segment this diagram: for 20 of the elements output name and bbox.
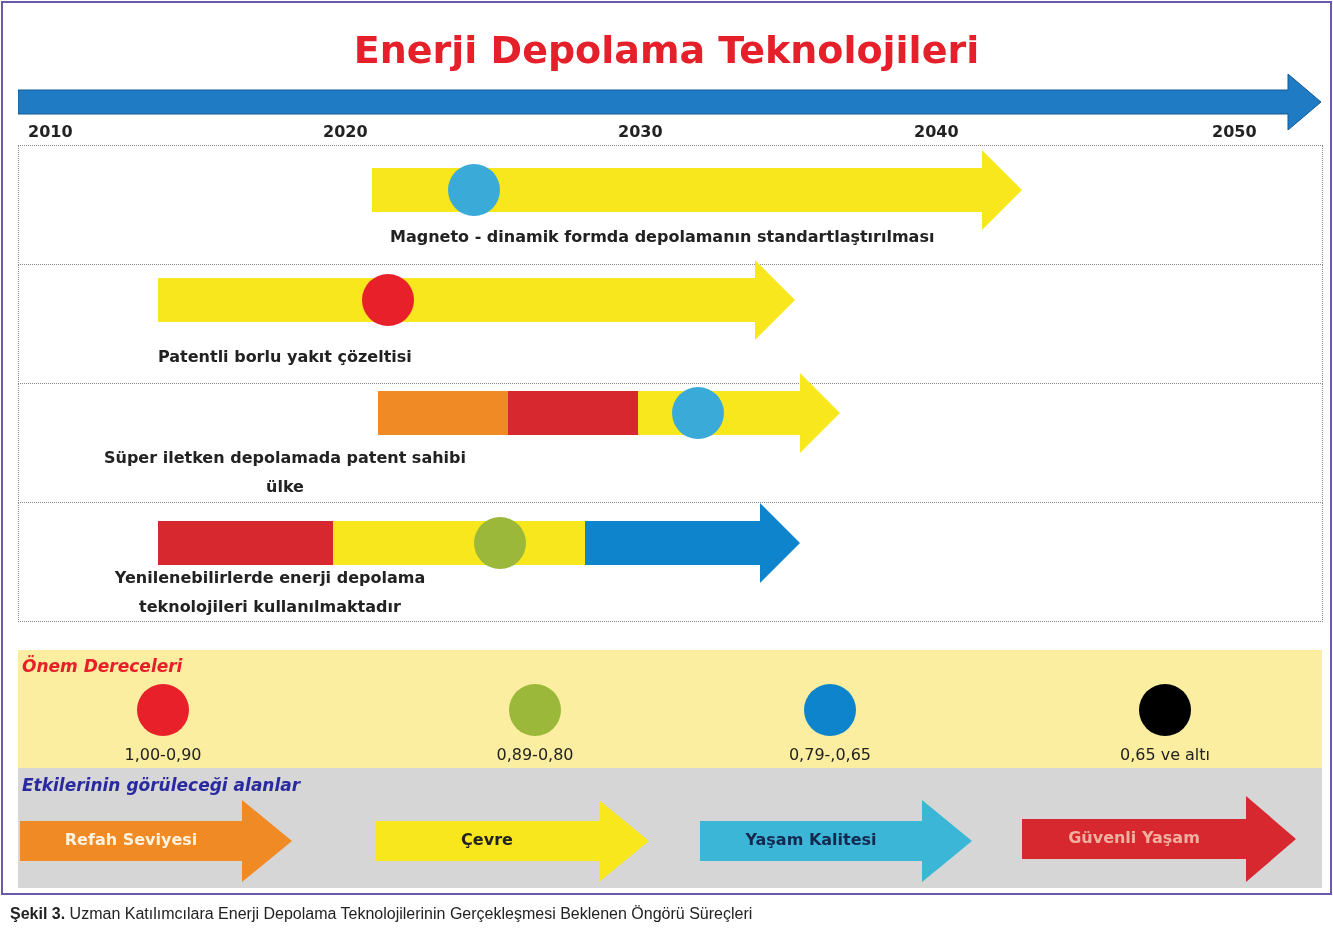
legend-label: 0,79-,0,65 xyxy=(787,745,873,764)
diagram-title: Enerji Depolama Teknolojileri xyxy=(352,28,981,72)
year-label: 2020 xyxy=(323,122,368,141)
figure-caption: Şekil 3. Uzman Katılımcılara Enerji Depolama Teknolojilerinin Gerçekleşmesi Beklenen Öngörü Süreçleri xyxy=(10,905,753,923)
year-label: 2010 xyxy=(28,122,73,141)
impact-label: Güvenli Yaşam xyxy=(1067,828,1201,847)
impact-label: Refah Seviyesi xyxy=(63,830,199,849)
legend-label: 1,00-0,90 xyxy=(123,745,203,764)
year-label: 2040 xyxy=(914,122,959,141)
year-label: 2030 xyxy=(618,122,663,141)
legend-label: 0,89-0,80 xyxy=(495,745,575,764)
section-heading: Önem Dereceleri xyxy=(22,656,183,676)
milestone-label: Süper iletken depolamada patent sahibi ülke xyxy=(103,447,467,498)
legend-label: 0,65 ve altı xyxy=(1118,745,1212,764)
milestone-label: Patentli borlu yakıt çözeltisi xyxy=(158,346,413,368)
impact-label: Çevre xyxy=(460,830,514,849)
impact-label: Yaşam Kalitesi xyxy=(744,830,878,849)
milestone-label: Magneto - dinamik formda depolamanın standartlaştırılması xyxy=(390,226,936,248)
milestone-label: Yenilenebilirlerde enerji depolama teknolojileri kullanılmaktadır xyxy=(113,567,427,618)
year-label: 2050 xyxy=(1212,122,1257,141)
